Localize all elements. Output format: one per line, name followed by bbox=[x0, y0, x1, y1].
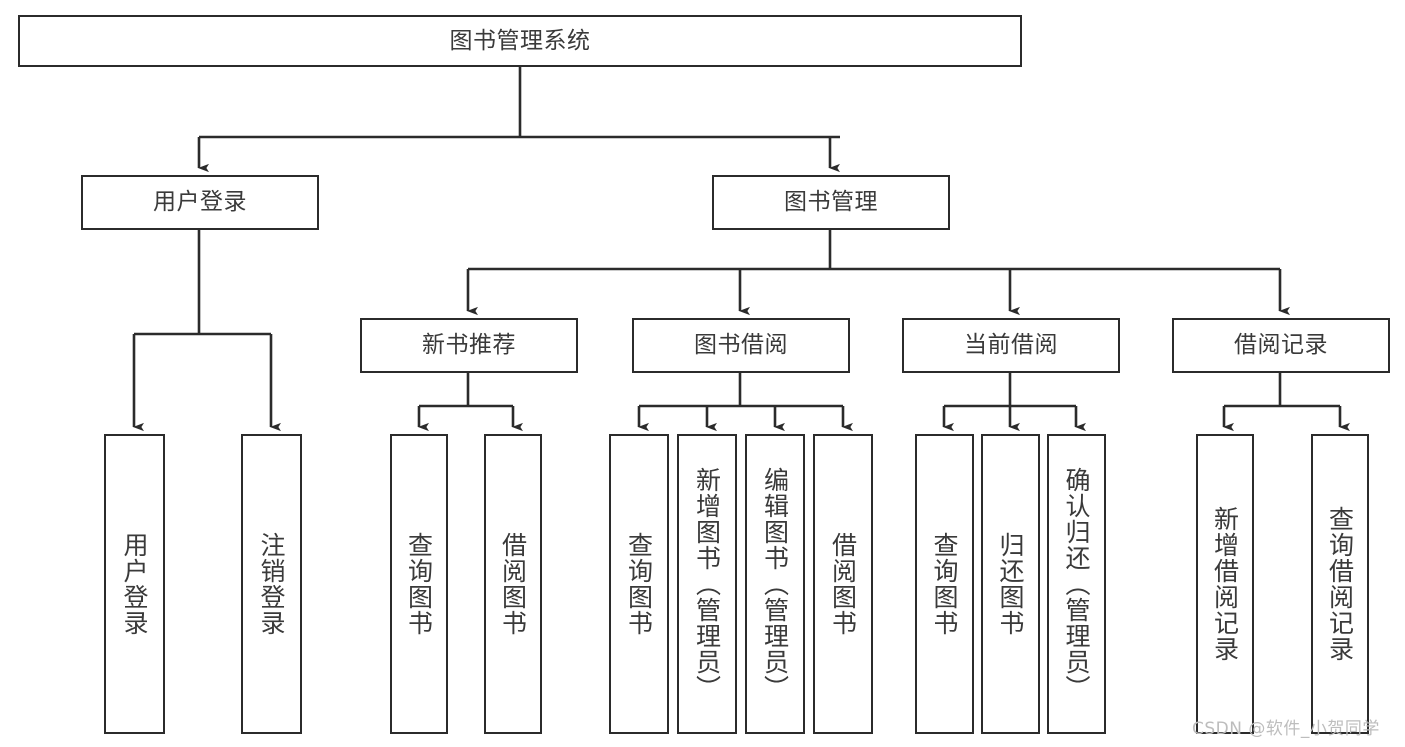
node-new-book-recommend-label: 新书推荐 bbox=[422, 332, 516, 358]
node-leaf-borrow-book-1-label: 借阅图书 bbox=[498, 532, 528, 636]
node-leaf-edit-book[interactable]: 编辑图书（管理员） bbox=[745, 434, 805, 734]
node-leaf-query-book-1-label: 查询图书 bbox=[404, 532, 434, 636]
node-leaf-return-book-label: 归还图书 bbox=[996, 532, 1025, 636]
node-leaf-confirm-return[interactable]: 确认归还（管理员） bbox=[1047, 434, 1106, 734]
node-leaf-borrow-book-2-label: 借阅图书 bbox=[828, 532, 858, 636]
node-root[interactable]: 图书管理系统 bbox=[18, 15, 1022, 67]
node-leaf-add-record-label: 新增借阅记录 bbox=[1210, 506, 1240, 662]
node-leaf-add-book-label: 新增图书（管理员） bbox=[692, 467, 722, 701]
node-leaf-logout[interactable]: 注销登录 bbox=[241, 434, 302, 734]
node-book-borrow[interactable]: 图书借阅 bbox=[632, 318, 850, 373]
node-leaf-confirm-return-label: 确认归还（管理员） bbox=[1062, 467, 1091, 701]
node-leaf-user-login-label: 用户登录 bbox=[120, 532, 149, 636]
node-leaf-borrow-book-2[interactable]: 借阅图书 bbox=[813, 434, 873, 734]
node-current-borrow-label: 当前借阅 bbox=[964, 332, 1058, 358]
node-leaf-user-login[interactable]: 用户登录 bbox=[104, 434, 165, 734]
node-root-label: 图书管理系统 bbox=[449, 27, 591, 54]
node-leaf-query-record[interactable]: 查询借阅记录 bbox=[1311, 434, 1369, 734]
node-book-borrow-label: 图书借阅 bbox=[694, 332, 788, 358]
node-leaf-query-record-label: 查询借阅记录 bbox=[1325, 506, 1355, 662]
node-leaf-borrow-book-1[interactable]: 借阅图书 bbox=[484, 434, 542, 734]
node-leaf-edit-book-label: 编辑图书（管理员） bbox=[760, 467, 790, 701]
node-user-login[interactable]: 用户登录 bbox=[81, 175, 319, 230]
node-leaf-query-book-3-label: 查询图书 bbox=[930, 532, 959, 636]
node-leaf-query-book-1[interactable]: 查询图书 bbox=[390, 434, 448, 734]
node-leaf-add-book[interactable]: 新增图书（管理员） bbox=[677, 434, 737, 734]
node-leaf-add-record[interactable]: 新增借阅记录 bbox=[1196, 434, 1254, 734]
node-borrow-record[interactable]: 借阅记录 bbox=[1172, 318, 1390, 373]
node-new-book-recommend[interactable]: 新书推荐 bbox=[360, 318, 578, 373]
node-user-login-label: 用户登录 bbox=[153, 189, 247, 215]
node-leaf-query-book-2-label: 查询图书 bbox=[624, 532, 654, 636]
node-book-manage-label: 图书管理 bbox=[784, 189, 878, 215]
node-book-manage[interactable]: 图书管理 bbox=[712, 175, 950, 230]
node-leaf-logout-label: 注销登录 bbox=[257, 532, 286, 636]
node-borrow-record-label: 借阅记录 bbox=[1234, 332, 1328, 358]
csdn-watermark: CSDN @软件_小贺同学 bbox=[1192, 719, 1380, 739]
node-current-borrow[interactable]: 当前借阅 bbox=[902, 318, 1120, 373]
node-leaf-return-book[interactable]: 归还图书 bbox=[981, 434, 1040, 734]
node-leaf-query-book-3[interactable]: 查询图书 bbox=[915, 434, 974, 734]
node-leaf-query-book-2[interactable]: 查询图书 bbox=[609, 434, 669, 734]
